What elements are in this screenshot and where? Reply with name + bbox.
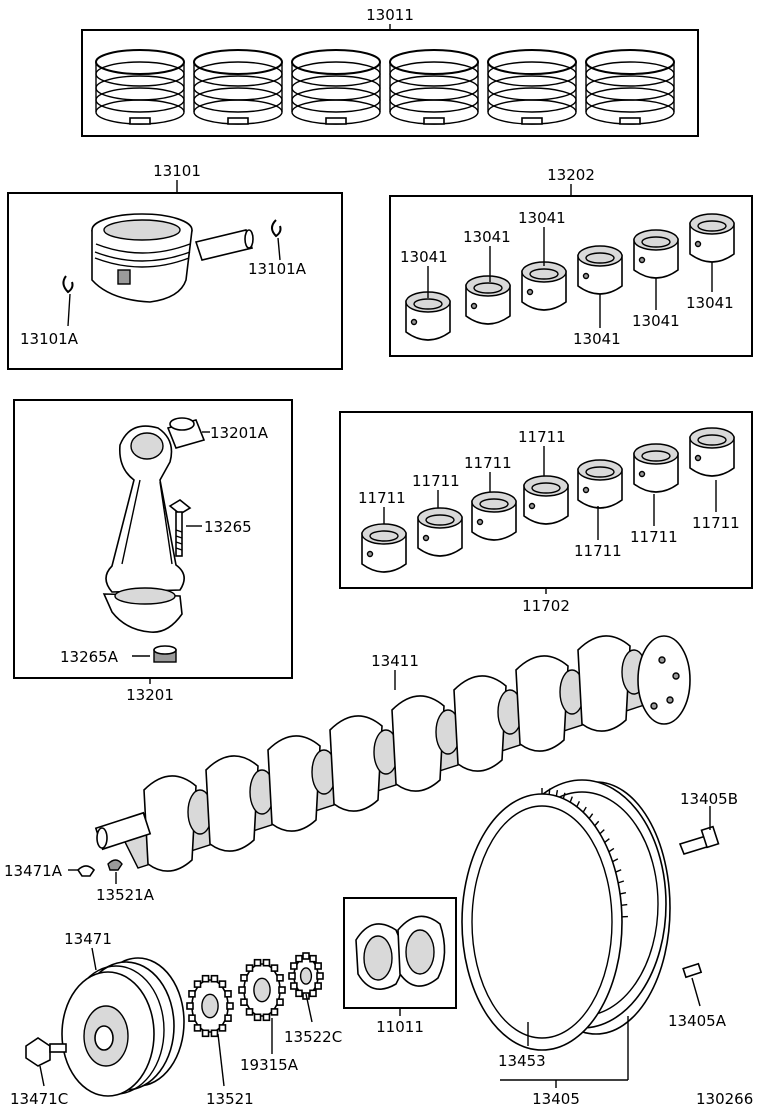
conrod-nut — [154, 646, 176, 662]
piston-rings — [96, 50, 674, 124]
main-bearings — [362, 428, 734, 572]
main-bearing — [524, 476, 568, 524]
conrod-bearing — [690, 214, 734, 262]
label-11711-5: 11711 — [574, 542, 622, 560]
label-13521: 13521 — [206, 1090, 254, 1108]
label-13101: 13101 — [153, 162, 201, 180]
piston-ring-stack — [96, 50, 184, 124]
label-13471: 13471 — [64, 930, 112, 948]
label-13041-5: 13041 — [632, 312, 680, 330]
snap-ring-left — [63, 276, 72, 292]
label-11711-1: 11711 — [358, 489, 406, 507]
main-bearing — [634, 444, 678, 492]
label-13011: 13011 — [366, 6, 414, 24]
label-13041-6: 13041 — [686, 294, 734, 312]
label-13201a: 13201A — [210, 424, 269, 442]
label-13471a: 13471A — [4, 862, 63, 880]
label-13101a-left: 13101A — [20, 330, 79, 348]
label-11711-3: 11711 — [464, 454, 512, 472]
flywheel-group: 13453 13405 13405B 13405A — [462, 780, 738, 1108]
thrust-washer-right — [398, 916, 445, 986]
connecting-rod-group: 13201 13201A 13265 13265A — [14, 400, 292, 704]
main-bearing-set-group: 11702 11711 11711 11711 11711 11711 1171… — [340, 412, 752, 615]
conrod-bearings — [406, 214, 734, 340]
conrod-bearing — [634, 230, 678, 278]
label-13405: 13405 — [532, 1090, 580, 1108]
piston-ring-stack — [292, 50, 380, 124]
label-13265a: 13265A — [60, 648, 119, 666]
label-13265: 13265 — [204, 518, 252, 536]
pulley-key — [78, 866, 94, 876]
crankshaft-pulley — [62, 958, 184, 1096]
label-13041-3: 13041 — [518, 209, 566, 227]
label-11711-6: 11711 — [630, 528, 678, 546]
conrod-bearing — [406, 292, 450, 340]
flywheel-bolt — [680, 827, 718, 854]
label-13201: 13201 — [126, 686, 174, 704]
thrust-washer-group: 11011 — [344, 898, 456, 1036]
timing-gears-group: 13521 19315A 13522C — [187, 953, 342, 1108]
main-bearing — [472, 492, 516, 540]
label-13041-1: 13041 — [400, 248, 448, 266]
crankshaft-timing-gear — [187, 976, 233, 1037]
piston-ring-stack — [390, 50, 478, 124]
label-11711-2: 11711 — [412, 472, 460, 490]
piston-set-group: 13101 13101A 13101A — [8, 162, 342, 369]
piston-ring-stack — [586, 50, 674, 124]
label-13405b: 13405B — [680, 790, 738, 808]
pulley-gear — [239, 960, 285, 1021]
main-bearing — [362, 524, 406, 572]
label-11711-4: 11711 — [518, 428, 566, 446]
label-11711-7: 11711 — [692, 514, 740, 532]
conrod-bearing — [466, 276, 510, 324]
pulley-bolt — [26, 1038, 66, 1066]
main-bearing — [690, 428, 734, 476]
main-bearing — [578, 460, 622, 508]
label-13041-4: 13041 — [573, 330, 621, 348]
piston-ring-stack — [194, 50, 282, 124]
label-13521a: 13521A — [96, 886, 155, 904]
snap-ring-right — [272, 220, 281, 236]
label-13405a: 13405A — [668, 1012, 727, 1030]
label-13522c: 13522C — [284, 1028, 342, 1046]
conrod-bushing — [168, 418, 204, 448]
thrust-washer-left — [356, 924, 403, 989]
piston-ring-set-group: 13011 — [82, 6, 698, 136]
label-13411: 13411 — [371, 652, 419, 670]
label-13041-2: 13041 — [463, 228, 511, 246]
label-13202: 13202 — [547, 166, 595, 184]
pulley-group: 13471 13471C — [10, 930, 184, 1108]
label-13471c: 13471C — [10, 1090, 68, 1108]
conrod-bearing — [522, 262, 566, 310]
label-11702: 11702 — [522, 597, 570, 615]
keys-group: 13471A 13521A — [4, 860, 155, 904]
conrod-bearing-set-group: 13202 13041 13041 13041 13041 13041 1304… — [390, 166, 752, 356]
flywheel-pin — [683, 964, 701, 978]
crankshaft-key — [108, 860, 122, 870]
piston-pin — [196, 230, 253, 260]
label-19315a: 19315A — [240, 1056, 299, 1074]
figure-code: 130266 — [696, 1090, 753, 1108]
piston-ring-stack — [488, 50, 576, 124]
label-11011: 11011 — [376, 1018, 424, 1036]
label-13101a-right: 13101A — [248, 260, 307, 278]
timing-gear-c — [289, 953, 323, 999]
connecting-rod — [104, 426, 184, 632]
conrod-bearing — [578, 246, 622, 294]
label-13453: 13453 — [498, 1052, 546, 1070]
piston — [92, 214, 192, 302]
main-bearing — [418, 508, 462, 556]
